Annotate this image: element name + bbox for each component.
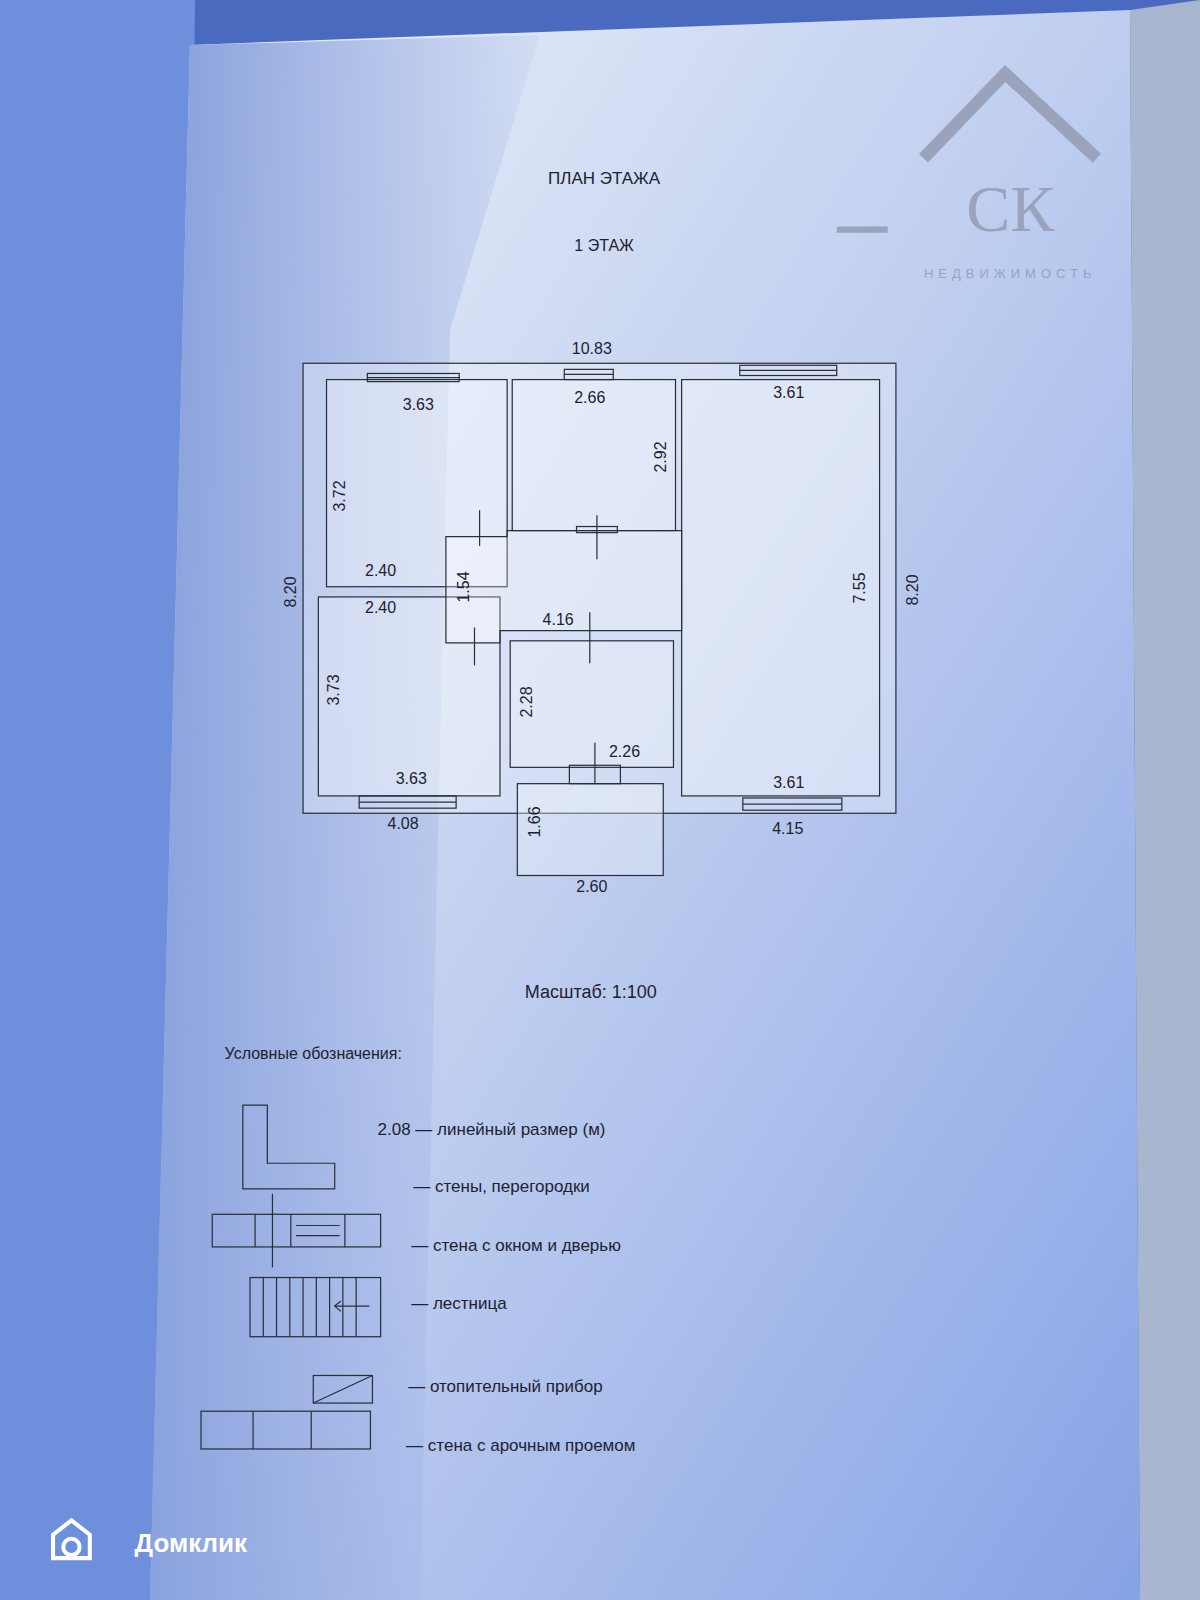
dimension-label: 2.92 (653, 442, 669, 473)
dimension-label: 1.54 (456, 571, 472, 602)
plan-title: ПЛАН ЭТАЖА (548, 169, 660, 186)
room-area: 2.66 2.92 (512, 380, 675, 531)
heater-sample (313, 1375, 372, 1403)
domklik-logo (53, 1520, 90, 1558)
legend-entry: — лестница (411, 1295, 506, 1312)
plastic-sleeve (1130, 0, 1200, 1600)
watermark-roof (923, 73, 1096, 158)
dimension-label: 3.63 (403, 397, 434, 413)
dimension-label: 4.16 (543, 612, 574, 628)
dimension-label: 2.26 (609, 744, 640, 760)
site-watermark: Домклик (135, 1530, 247, 1556)
arch-wall-sample (201, 1411, 370, 1449)
legend-entry: — стена с окном и дверью (411, 1236, 621, 1253)
window-marks (359, 365, 842, 810)
dimension-label: 3.61 (773, 775, 804, 791)
room-area: 3.61 7.55 3.61 (682, 380, 880, 796)
watermark: СК (966, 176, 1054, 242)
dimension-label: 2.60 (576, 879, 607, 895)
dimension-label: 3.61 (773, 385, 804, 401)
room-area: 2.40 3.73 3.63 (318, 597, 500, 796)
legend-entry: — стены, перегородки (413, 1177, 590, 1194)
dimension-label: 7.55 (852, 572, 868, 603)
wall-sample (243, 1105, 335, 1189)
plan-label: Масштаб: 1:100 (525, 983, 657, 1001)
dimension-label: 2.40 (365, 600, 396, 616)
dimension-label: 3.73 (326, 674, 342, 705)
legend-entry: 2.08 — линейный размер (м) (378, 1120, 606, 1137)
plan-label: 4.15 (772, 821, 803, 837)
watermark: НЕДВИЖИМОСТЬ (924, 267, 1097, 280)
shadow (150, 35, 540, 1600)
plan-label: 1 ЭТАЖ (574, 238, 634, 254)
dimension-label: 2.40 (365, 563, 396, 579)
door-marks (474, 510, 620, 783)
room-area: 1.54 4.16 (446, 531, 682, 643)
legend-entry: — отопительный прибор (408, 1377, 602, 1394)
plan-label: 8.20 (905, 574, 921, 605)
dimension-label: 3.72 (332, 480, 348, 511)
watermark-line (837, 227, 888, 233)
plan-label: 4.08 (387, 816, 418, 832)
dimension-label: 2.28 (519, 686, 535, 717)
plan-label: 8.20 (283, 576, 299, 607)
floor-plan-walls (303, 363, 896, 875)
room-area: 3.63 3.72 2.40 (327, 380, 508, 587)
paper-sheet (150, 10, 1140, 1600)
plan-label: 10.83 (572, 341, 612, 357)
plan-label: Условные обозначения: (225, 1046, 402, 1062)
dimension-label: 2.66 (574, 390, 605, 406)
legend-entry: — стена с арочным проемом (406, 1436, 635, 1453)
room-area: 2.28 2.26 (510, 641, 673, 768)
stair-sample (250, 1278, 381, 1337)
room-area: 1.66 2.60 (517, 784, 663, 896)
window-door-sample (212, 1194, 380, 1267)
dimension-label: 1.66 (527, 807, 543, 838)
dimension-label: 3.63 (396, 771, 427, 787)
